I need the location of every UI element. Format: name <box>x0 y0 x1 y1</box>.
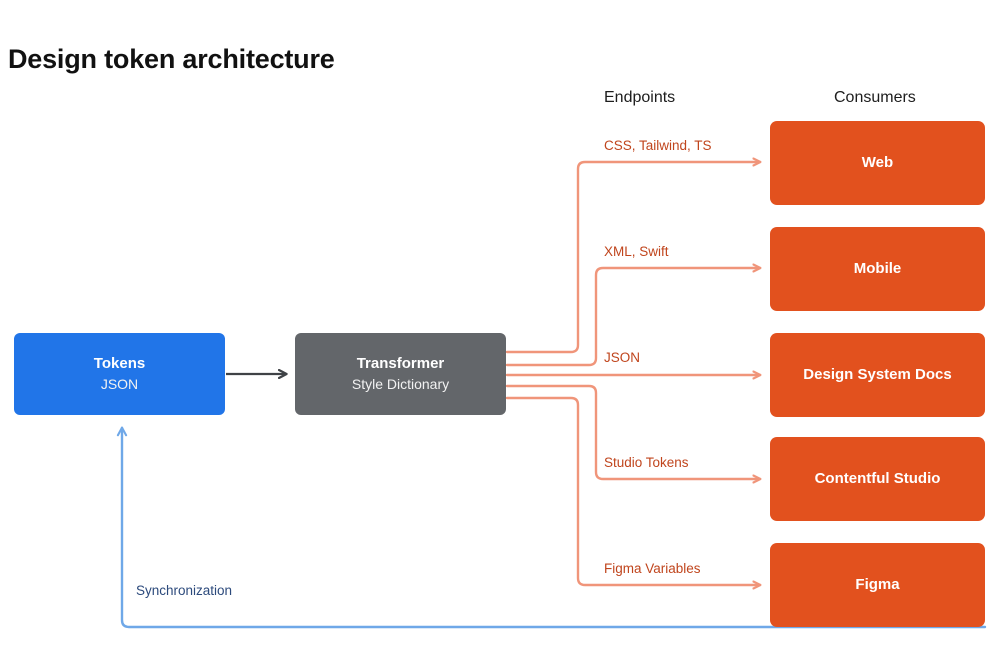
node-transformer[interactable]: Transformer Style Dictionary <box>295 333 506 415</box>
node-consumer-mobile[interactable]: Mobile <box>770 227 985 311</box>
node-consumer-mobile-label: Mobile <box>853 259 902 277</box>
column-header-consumers: Consumers <box>834 89 916 106</box>
column-header-endpoints: Endpoints <box>604 89 676 106</box>
node-consumer-figma-label: Figma <box>855 575 900 593</box>
node-consumer-contentful-studio-label: Contentful Studio <box>814 469 941 487</box>
edge-label-studio-tokens: Studio Tokens <box>604 455 689 470</box>
edge-label-synchronization: Synchronization <box>136 583 233 598</box>
edge-label-json: JSON <box>604 350 641 365</box>
page-title: Design token architecture <box>8 44 335 74</box>
edge-label-figma-variables: Figma Variables <box>604 561 701 576</box>
node-consumer-design-system-docs-label: Design System Docs <box>803 365 952 383</box>
edge-label-css-tailwind-ts: CSS, Tailwind, TS <box>604 138 712 153</box>
node-tokens-subtitle: JSON <box>100 375 139 392</box>
edge-transformer-to-figma <box>505 396 760 585</box>
node-consumer-web[interactable]: Web <box>770 121 985 205</box>
node-tokens-title: Tokens <box>93 355 146 373</box>
node-transformer-title: Transformer <box>356 355 445 373</box>
edge-label-xml-swift: XML, Swift <box>604 244 669 259</box>
node-consumer-contentful-studio[interactable]: Contentful Studio <box>770 437 985 521</box>
node-tokens[interactable]: Tokens JSON <box>14 333 225 415</box>
node-consumer-web-label: Web <box>861 153 894 171</box>
node-transformer-subtitle: Style Dictionary <box>351 375 450 392</box>
node-consumer-figma[interactable]: Figma <box>770 543 985 627</box>
node-consumer-design-system-docs[interactable]: Design System Docs <box>770 333 985 417</box>
